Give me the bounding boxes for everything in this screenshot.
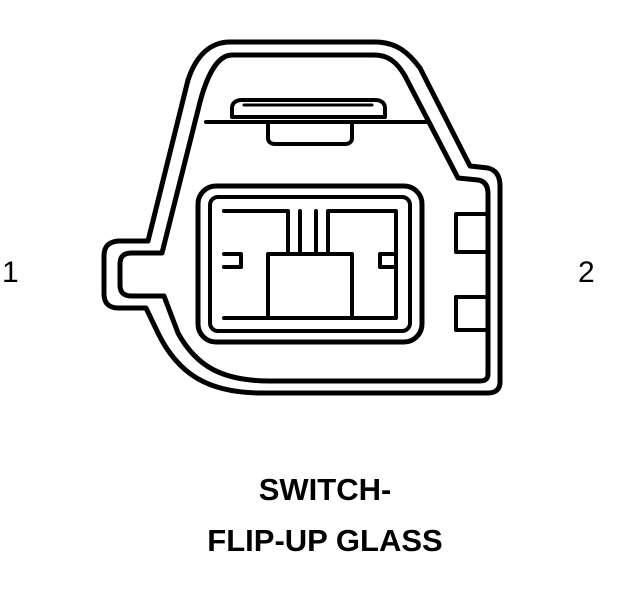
terminal-cavities [222, 209, 398, 320]
latch-tab [266, 120, 354, 146]
cavity-frame-inner [208, 195, 412, 333]
connector-housing-inner [117, 52, 491, 384]
right-notches [454, 212, 490, 332]
pin-label-1: 1 [2, 256, 19, 289]
connector-housing-outer [101, 39, 503, 396]
latch-ridge [230, 98, 387, 119]
pin-label-2: 2 [578, 256, 595, 289]
caption-switch: SWITCH- [258, 472, 392, 507]
caption-flip-up-glass: FLIP-UP GLASS [207, 523, 443, 558]
cavity-frame-outer [195, 183, 425, 345]
